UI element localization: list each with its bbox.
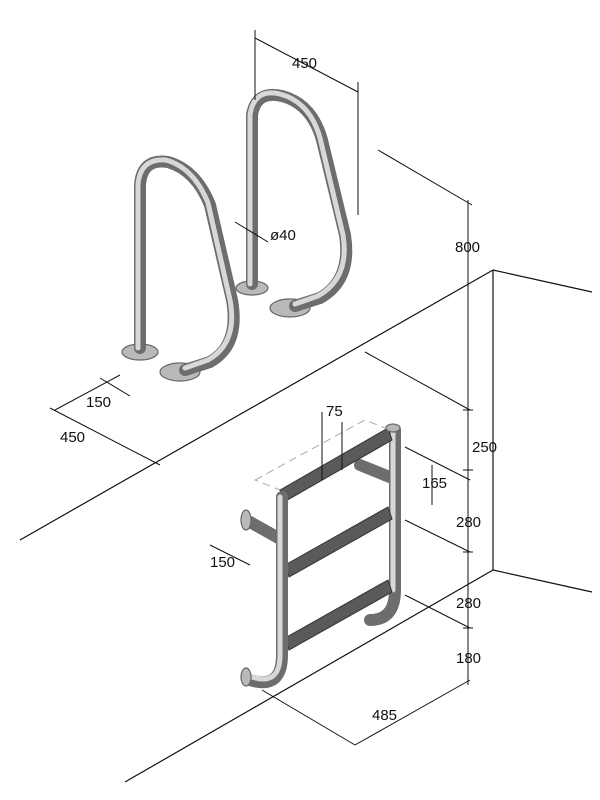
dim-label-280-b: 280 [456, 595, 481, 612]
dim-label-165: 165 [422, 475, 447, 492]
dim-label-485: 485 [372, 707, 397, 724]
dim-label-450-top: 450 [292, 55, 317, 72]
dim-label-450-depth: 450 [60, 429, 85, 446]
dim-label-150-bracket: 150 [210, 554, 235, 571]
dim-label-diameter: ø40 [270, 227, 296, 244]
dim-label-180: 180 [456, 650, 481, 667]
dim-label-280-a: 280 [456, 514, 481, 531]
dim-label-150-flange: 150 [86, 394, 111, 411]
dim-label-800: 800 [455, 239, 480, 256]
dim-label-250: 250 [472, 439, 497, 456]
dim-label-75: 75 [326, 403, 343, 420]
pool-edge-lines [19, 269, 593, 783]
dimension-lines [49, 30, 473, 746]
handrail-right [235, 88, 353, 318]
ladder [240, 419, 401, 689]
handrail-left [121, 155, 240, 382]
